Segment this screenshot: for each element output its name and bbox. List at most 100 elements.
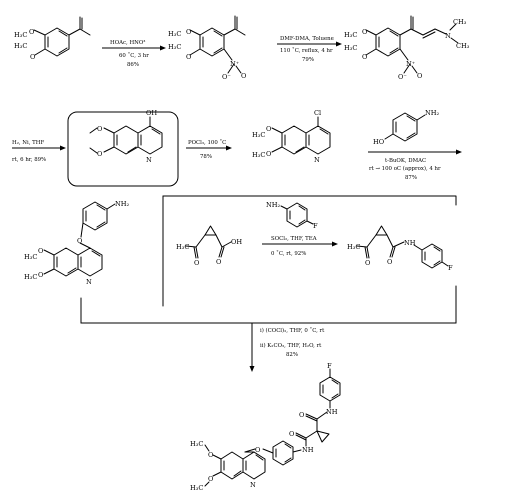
methyl-label: H₃C	[14, 42, 27, 50]
methyl-label: H₃C	[190, 440, 203, 448]
hydroxyl-label: OH	[146, 109, 157, 117]
amine-label: NH₂	[115, 200, 130, 208]
compound-enaminone: H₃C O H₃C O N CH₃ CH₃ N⁺ O O⁻	[344, 15, 470, 81]
conditions-label: 60 ˚C, 3 hr	[119, 52, 149, 59]
hydroxyl-label: HO	[373, 138, 385, 146]
quinoline-n-label: N	[146, 156, 152, 164]
yield-label: 79%	[302, 57, 314, 63]
methyl-label: H₃C	[14, 31, 27, 39]
amide-nh-label: NH	[404, 239, 416, 247]
oxygen-label: O	[30, 53, 36, 61]
oxygen-label: O	[194, 259, 200, 267]
highlight-box	[67, 111, 179, 187]
reagent-label: POCl₃, 100 ˚C	[188, 139, 226, 146]
fluorine-label: F	[327, 362, 332, 370]
methyl-label: H₃C	[344, 31, 357, 39]
conditions-label: 110 ˚C, reflux, 4 hr	[280, 47, 333, 54]
amide-nh-label: NH	[302, 446, 314, 454]
compound-aminophenoxy-quinoline: NH₂ O N H₃C O H₃C O	[24, 200, 130, 286]
reagent-label: DMF-DMA, Toluene	[280, 36, 334, 42]
nitro-n-label: N⁺	[230, 60, 240, 68]
oxygen-label: O	[186, 28, 192, 36]
reagent-label: t-BuOK, DMAC	[385, 158, 426, 164]
methyl-label: H₃C	[24, 273, 37, 281]
reagent-label: H₂, Ni, THF	[12, 140, 44, 146]
fluorine-label: F	[448, 264, 453, 272]
oxygen-label: O	[208, 475, 214, 483]
oxygen-label: O	[266, 125, 272, 133]
compound-final-product: F NH O O NH O N O	[190, 362, 341, 491]
reaction-arrow-4: POCl₃, 100 ˚C 78%	[186, 139, 232, 160]
yield-label: 78%	[200, 154, 212, 160]
yield-label: 86%	[127, 62, 139, 68]
reaction-arrow-3: H₂, Ni, THF rt, 6 hr, 89%	[12, 140, 66, 163]
quinoline-n-label: N	[314, 156, 320, 164]
quinoline-n-label: N	[86, 278, 92, 286]
chlorine-label: Cl	[314, 109, 321, 117]
bracket-line	[162, 195, 457, 206]
reagent-fluoroaniline: NH₂ F	[266, 201, 318, 230]
reaction-arrow-2: DMF-DMA, Toluene 110 ˚C, reflux, 4 hr 79…	[277, 36, 342, 63]
oxygen-label: O	[29, 28, 35, 36]
oxygen-label: O	[266, 150, 272, 158]
nitro-n-label: N⁺	[406, 60, 416, 68]
methyl-label: H₃C	[24, 253, 37, 261]
compound-nitro-acetophenone: H₃C O H₃C O N⁺ O O⁻	[168, 15, 247, 81]
oxygen-label: O	[362, 53, 368, 61]
reaction-arrow-5: t-BuOK, DMAC rt → 100 oC (approx), 4 hr …	[368, 149, 462, 181]
nitro-o-label: O	[241, 72, 247, 80]
reagent-aminophenol: NH₂ HO	[373, 109, 440, 146]
oxygen-label: O	[362, 28, 368, 36]
ether-o-label: O	[77, 237, 83, 245]
amine-n-label: N	[445, 32, 451, 40]
hydroxyl-label: OH	[231, 238, 242, 246]
oxygen-label: O	[38, 247, 44, 255]
n-methyl-label: CH₃	[453, 18, 467, 26]
conditions-label: 0 ˚C, rt, 92%	[271, 250, 306, 257]
compound-cyclopropane-acid: H₃C O O OH	[176, 225, 242, 267]
yield-label: 82%	[286, 352, 298, 358]
quinoline-n-label: N	[250, 481, 256, 489]
methyl-label: H₃C	[344, 44, 357, 52]
nitro-o-minus-label: O⁻	[398, 73, 407, 81]
oxygen-label: O	[97, 125, 103, 133]
methyl-label: H₃C	[176, 243, 189, 251]
oxygen-label: O	[216, 258, 222, 266]
methyl-label: H₃C	[347, 243, 360, 251]
conditions-label: rt → 100 oC (approx), 4 hr	[369, 165, 441, 172]
reaction-arrow-7: i) (COCl)₂, THF, 0 ˚C, rt ii) K₂CO₃, THF…	[80, 285, 457, 372]
oxygen-label: O	[365, 259, 371, 267]
oxygen-label: O	[387, 258, 393, 266]
reagent-label: ii) K₂CO₃, THF, H₂O, rt	[260, 342, 322, 349]
oxygen-label: O	[299, 411, 305, 419]
oxygen-label: O	[97, 150, 103, 158]
amide-nh-label: NH	[326, 408, 338, 416]
oxygen-label: O	[186, 53, 192, 61]
methyl-label: H₃C	[190, 484, 203, 491]
oxygen-label: O	[38, 271, 44, 279]
conditions-label: rt, 6 hr, 89%	[12, 157, 46, 163]
amine-label: NH₂	[425, 109, 440, 117]
nitro-o-label: O	[417, 72, 423, 80]
amine-label: NH₂	[266, 201, 281, 209]
reaction-arrow-6: SOCl₂, THF, TEA 0 ˚C, rt, 92%	[262, 236, 338, 257]
compound-cyclopropane-amide: H₃C O O NH F	[347, 225, 453, 272]
oxygen-label: O	[289, 430, 295, 438]
compound-hydroxyquinoline: OH N O O	[67, 109, 179, 187]
compound-chloroquinoline: Cl N H₃C O H₃C O	[252, 109, 331, 164]
reagent-label: SOCl₂, THF, TEA	[271, 236, 317, 242]
n-methyl-label: CH₃	[456, 42, 470, 50]
methyl-label: H₃C	[168, 43, 181, 51]
oxygen-label: O	[208, 451, 214, 459]
reagent-label: i) (COCl)₂, THF, 0 ˚C, rt	[260, 327, 325, 334]
fluorine-label: F	[313, 222, 318, 230]
yield-label: 87%	[405, 175, 417, 181]
methyl-label: H₃C	[252, 151, 265, 159]
reaction-arrow-1: HOAc, HNO³ 60 ˚C, 3 hr 86%	[102, 39, 166, 68]
nitro-o-minus-label: O⁻	[222, 73, 231, 81]
ether-o-label: O	[255, 446, 261, 454]
methyl-label: H₃C	[168, 30, 181, 38]
methyl-label: H₃C	[252, 131, 265, 139]
reagent-label: HOAc, HNO³	[110, 39, 145, 46]
